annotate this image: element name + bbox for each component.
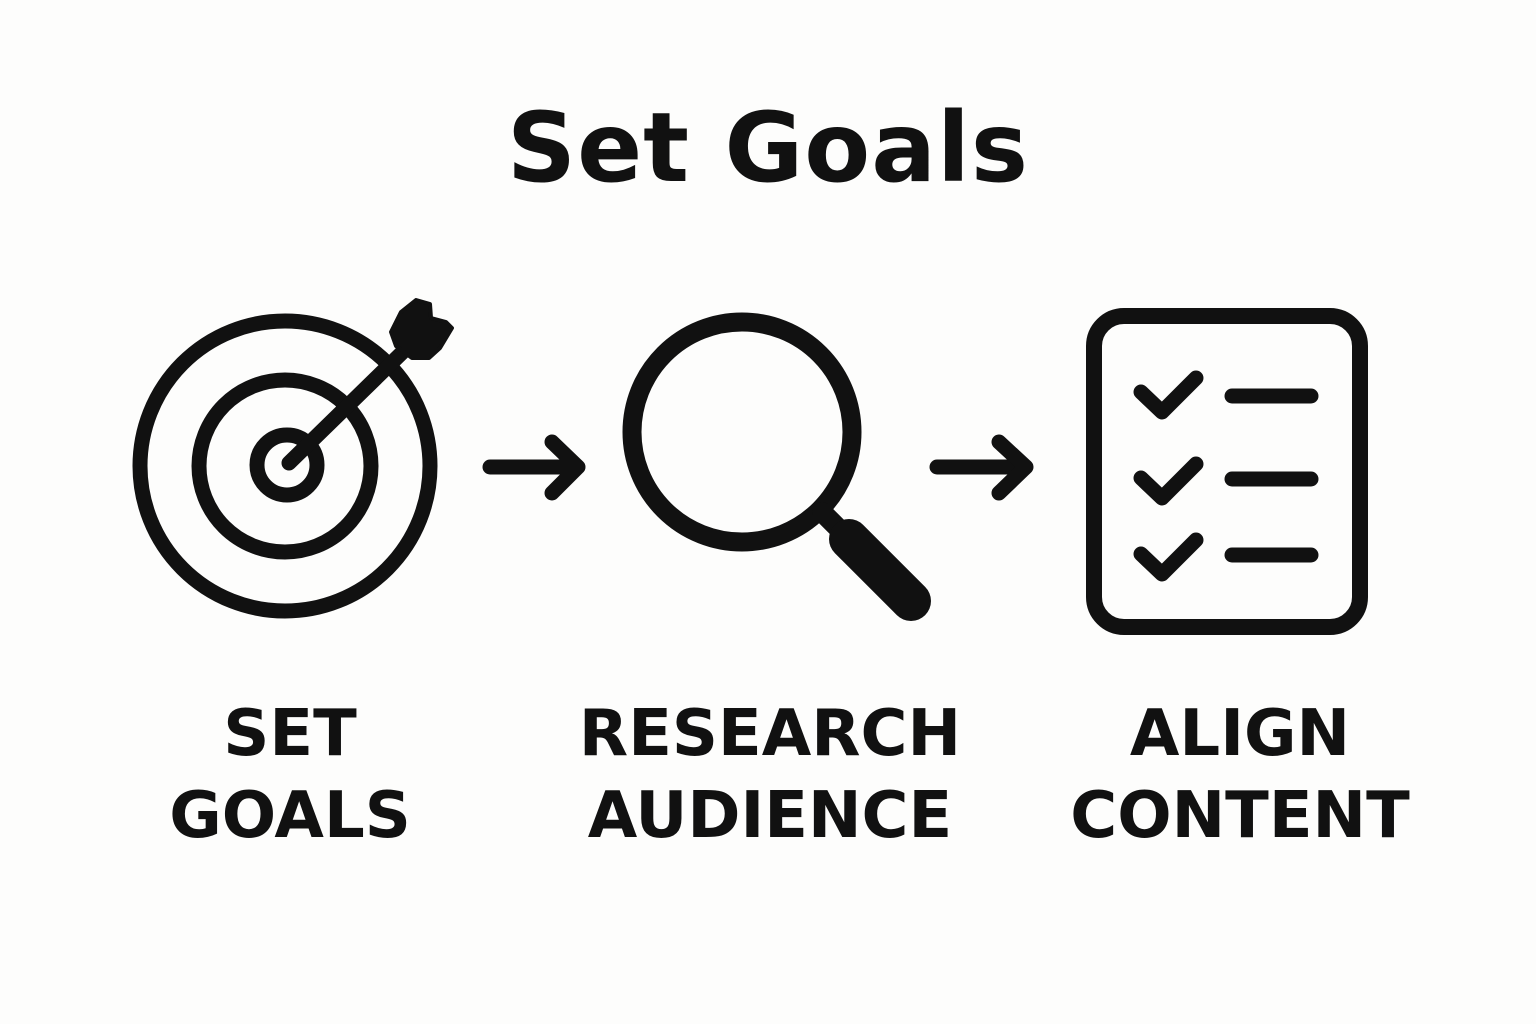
checklist-icon <box>1086 308 1368 635</box>
diagram-title: Set Goals <box>506 92 1030 204</box>
step-label-line: ALIGN <box>1129 697 1351 771</box>
arrow-right-icon <box>929 434 1034 501</box>
arrow-right-icon <box>482 434 586 501</box>
step-label-line: CONTENT <box>1070 779 1410 853</box>
step-label-align-content: ALIGN CONTENT <box>1040 693 1440 857</box>
step-label-line: GOALS <box>169 779 411 853</box>
step-label-line: AUDIENCE <box>587 779 953 853</box>
step-label-line: RESEARCH <box>578 697 962 771</box>
step-label-set-goals: SET GOALS <box>140 693 440 857</box>
target-icon <box>132 298 454 619</box>
step-label-research-audience: RESEARCH AUDIENCE <box>560 693 980 857</box>
magnifier-icon <box>622 312 931 621</box>
step-label-line: SET <box>223 697 357 771</box>
